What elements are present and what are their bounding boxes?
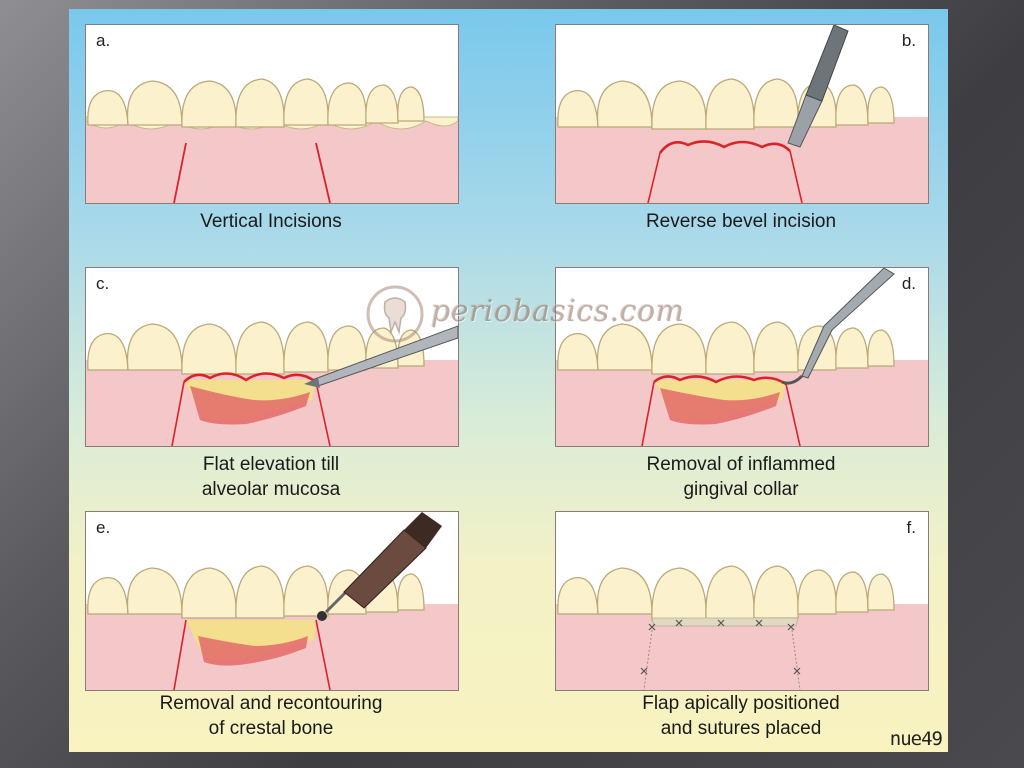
tooth-logo-icon [366,285,424,343]
panel-c-caption-line-2: alveolar mucosa [201,479,341,500]
panel-f-caption: Flap apically positioned and sutures pla… [555,691,927,741]
panel-b-caption: Reverse bevel incision [555,209,927,234]
slide: a. Vertical Incisions [69,9,948,752]
panel-a-letter: a. [96,31,111,50]
flat-elevation-illustration [86,321,458,446]
suture-marks [640,619,801,675]
panel-c-caption: Flat elevation till alveolar mucosa [85,452,457,502]
periosteal-elevator-icon [304,325,458,388]
panel-b-caption-line-1: Reverse bevel incision [645,211,837,232]
panel-a-caption: Vertical Incisions [85,209,457,234]
removal-of-gingival-collar-illustration [556,268,928,446]
panel-d-letter: d. [901,274,916,293]
bur-handpiece-icon [317,512,442,621]
reverse-bevel-incision-illustration [556,25,928,203]
panel-b: b. [555,24,929,204]
panel-f-letter: f. [906,518,916,537]
panel-a: a. [85,24,459,204]
panel-e-caption-line-1: Removal and recontouring [159,693,383,714]
watermark: periobasics.com [361,284,691,344]
panel-f-caption-line-1: Flap apically positioned [642,693,840,714]
panel-c: c. [85,267,459,447]
panel-d-caption: Removal of inflammed gingival collar [555,452,927,502]
panel-f-caption-line-2: and sutures placed [660,718,822,739]
bone-recontouring-illustration [86,512,458,690]
scalpel-icon [787,25,849,148]
panel-b-letter: b. [901,31,916,50]
curette-icon [781,268,895,385]
panel-f: f. [555,511,929,691]
panel-c-letter: c. [96,274,110,293]
panel-e-caption-line-2: of crestal bone [208,718,334,739]
apically-positioned-flap-illustration [556,565,928,690]
artist-signature: nue49 [889,728,943,750]
panel-c-caption-line-1: Flat elevation till [202,454,340,475]
panel-e-caption: Removal and recontouring of crestal bone [85,691,457,741]
panel-d-caption-line-2: gingival collar [683,479,799,500]
panel-a-caption-line-1: Vertical Incisions [200,211,342,232]
panel-e-letter: e. [96,518,111,537]
vertical-incisions-illustration [86,78,458,203]
panel-d-caption-line-1: Removal of inflammed [646,454,836,475]
panel-e: e. [85,511,459,691]
panel-d: d. [555,267,929,447]
watermark-text: periobasics.com [431,294,685,329]
